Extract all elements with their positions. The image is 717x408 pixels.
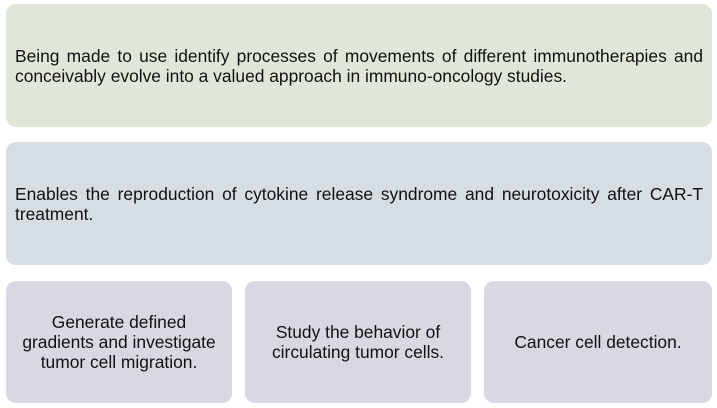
bottom-box-gradients: Generate defined gradients and investiga… — [6, 281, 232, 403]
bottom-box-text: Generate defined gradients and investiga… — [22, 312, 216, 372]
top-box-text: Being made to use identify processes of … — [15, 45, 703, 86]
bottom-box-text: Cancer cell detection. — [514, 332, 682, 352]
top-info-box: Being made to use identify processes of … — [6, 4, 712, 127]
bottom-box-circulating-cells: Study the behavior of circulating tumor … — [245, 281, 471, 403]
bottom-box-detection: Cancer cell detection. — [484, 281, 712, 403]
middle-box-text: Enables the reproduction of cytokine rel… — [15, 183, 703, 224]
middle-info-box: Enables the reproduction of cytokine rel… — [6, 142, 712, 265]
bottom-box-text: Study the behavior of circulating tumor … — [271, 322, 445, 362]
